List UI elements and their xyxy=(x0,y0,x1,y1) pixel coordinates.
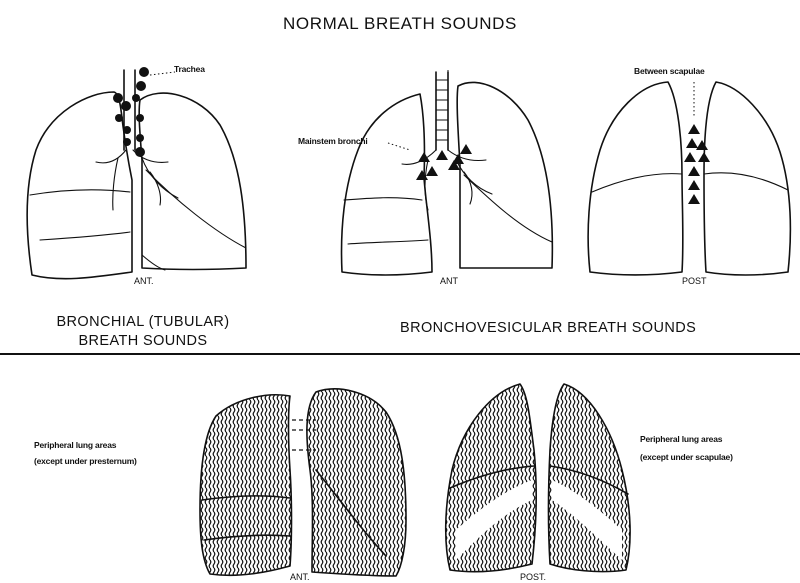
bv-post-left-lung xyxy=(588,82,683,275)
between-scapulae-label: Between scapulae xyxy=(634,66,705,76)
bronchial-caption-line2: BREATH SOUNDS xyxy=(30,333,256,349)
bronchovesicular-post-figure xyxy=(588,82,790,275)
trachea-label: Trachea xyxy=(174,64,205,74)
bv-post-view-label: POST xyxy=(682,276,707,286)
mainstem-bronchi-label: Mainstem bronchi xyxy=(298,136,368,146)
bronchovesicular-caption: BRONCHOVESICULAR BREATH SOUNDS xyxy=(400,320,696,336)
peripheral-post-label-line2: (except under scapulae) xyxy=(640,452,733,462)
vesicular-ant-left-lung xyxy=(307,389,406,576)
bv-ant-right-lung xyxy=(342,94,432,275)
peripheral-ant-label-line1: Peripheral lung areas xyxy=(34,440,116,450)
bronchovesicular-ant-figure xyxy=(342,70,553,275)
vesicular-post-view-label: POST. xyxy=(520,572,546,582)
vesicular-ant-view-label: ANT. xyxy=(290,572,310,582)
peripheral-ant-label-line2: (except under presternum) xyxy=(34,456,137,466)
mainstem-pointer-line xyxy=(388,143,410,150)
vesicular-ant-figure xyxy=(200,389,406,576)
bv-ant-view-label: ANT xyxy=(440,276,458,286)
peripheral-post-label-line1: Peripheral lung areas xyxy=(640,434,722,444)
trachea-pointer-line xyxy=(150,72,175,75)
trachea-dot-markers xyxy=(113,67,149,157)
bronchial-left-lung xyxy=(139,93,246,270)
bv-post-right-lung xyxy=(704,82,790,275)
vesicular-ant-right-lung xyxy=(200,395,292,575)
bv-ant-left-lung xyxy=(457,82,552,268)
bv-post-triangle-markers xyxy=(684,124,710,204)
bronchial-caption-line1: BRONCHIAL (TUBULAR) xyxy=(30,314,256,330)
vesicular-post-figure xyxy=(446,384,630,572)
bronchial-ant-figure xyxy=(27,67,246,279)
bronchial-ant-view-label: ANT. xyxy=(134,276,154,286)
